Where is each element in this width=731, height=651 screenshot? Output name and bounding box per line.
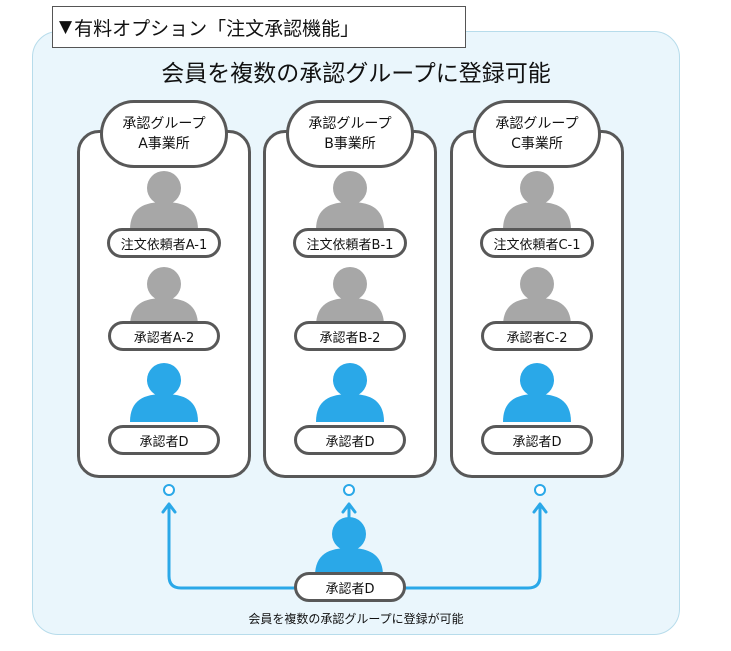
- section-header-title: 有料オプション「注文承認機能」: [74, 17, 360, 40]
- member-pill-shared: 承認者D: [294, 425, 406, 455]
- connector-circle-icon: [343, 484, 355, 496]
- highlighted-person-icon: [130, 363, 198, 422]
- connector-circle-icon: [163, 484, 175, 496]
- shared-member-pill: 承認者D: [294, 572, 406, 602]
- person-icon: [130, 267, 198, 326]
- group-label-line1: 承認グループ: [495, 116, 579, 132]
- triangle-marker-icon: ▼: [59, 17, 73, 37]
- diagram-title: 会員を複数の承認グループに登録可能: [161, 61, 551, 87]
- member-pill: 注文依頼者B-1: [293, 228, 407, 258]
- member-pill-shared: 承認者D: [481, 425, 593, 455]
- person-icon: [503, 267, 571, 326]
- highlighted-person-icon: [503, 363, 571, 422]
- member-pill-shared: 承認者D: [108, 425, 220, 455]
- approval-group-c-label: 承認グループ C事業所: [473, 100, 601, 168]
- diagram-caption: 会員を複数の承認グループに登録が可能: [248, 612, 464, 626]
- group-label-line1: 承認グループ: [122, 116, 206, 132]
- group-label-line2: B事業所: [324, 136, 376, 152]
- group-label-line2: C事業所: [511, 136, 563, 152]
- approval-group-a-label: 承認グループ A事業所: [100, 100, 228, 168]
- member-pill: 注文依頼者C-1: [480, 228, 594, 258]
- group-label-line2: A事業所: [138, 136, 190, 152]
- shared-person-icon: [315, 517, 383, 576]
- member-pill: 承認者B-2: [294, 321, 406, 351]
- person-icon: [316, 267, 384, 326]
- member-pill: 承認者C-2: [481, 321, 593, 351]
- connector-circle-icon: [534, 484, 546, 496]
- section-header: ▼ 有料オプション「注文承認機能」: [52, 6, 466, 48]
- member-pill: 承認者A-2: [108, 321, 220, 351]
- member-pill: 注文依頼者A-1: [107, 228, 221, 258]
- person-icon: [130, 171, 198, 230]
- group-label-line1: 承認グループ: [308, 116, 392, 132]
- approval-group-b-label: 承認グループ B事業所: [286, 100, 414, 168]
- highlighted-person-icon: [316, 363, 384, 422]
- person-icon: [503, 171, 571, 230]
- person-icon: [316, 171, 384, 230]
